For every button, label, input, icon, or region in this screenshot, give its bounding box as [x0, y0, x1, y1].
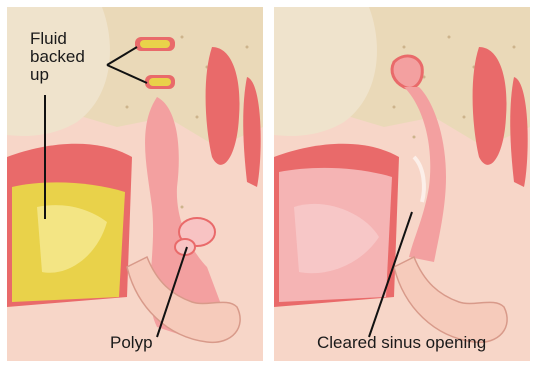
- upper-sinus-fluid: [140, 40, 170, 48]
- cleared-sinus-opening-label: Cleared sinus opening: [317, 334, 486, 352]
- after-panel: [274, 7, 530, 361]
- after-illustration: [274, 7, 530, 361]
- middle-sinus-fluid: [149, 78, 171, 86]
- upper-sinus-cell: [392, 56, 422, 88]
- fluid-backed-up-label: Fluid backed up: [30, 30, 110, 84]
- polyp-label: Polyp: [110, 334, 153, 352]
